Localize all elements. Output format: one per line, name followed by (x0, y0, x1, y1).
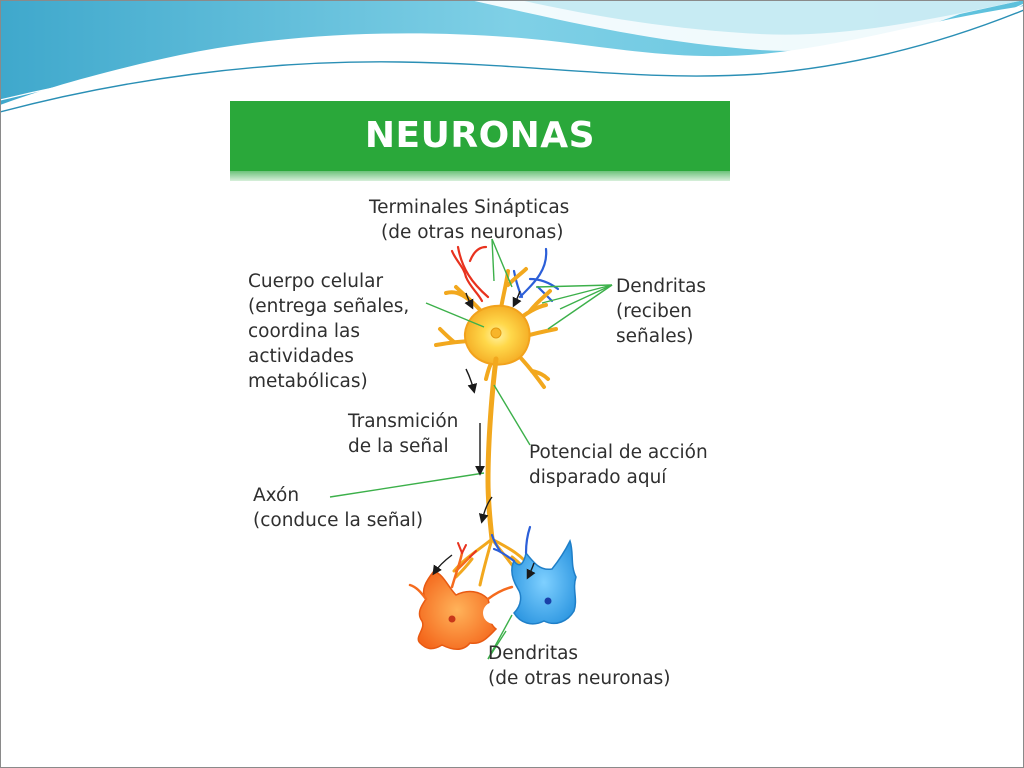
label-potencial-accion: Potencial de acción disparado aquí (529, 440, 708, 490)
orange-neuron-dendrites (408, 551, 514, 601)
label-transmicion-line2: de la señal (348, 436, 449, 457)
orange-neuron-red-tips (457, 542, 477, 558)
orange-neuron-gap (483, 602, 505, 624)
label-dendritas-top-line2: (reciben (616, 301, 692, 322)
title-bar: NEURONAS (230, 101, 730, 171)
label-axon: Axón (conduce la señal) (253, 483, 423, 533)
wave-line-1 (0, 9, 1024, 113)
neuron-diagram (329, 238, 613, 660)
label-potencial-line2: disparado aquí (529, 467, 667, 488)
orange-nucleus (448, 615, 456, 623)
header-wave-decoration (0, 0, 1024, 113)
label-cuerpo-line4: actividades (248, 346, 354, 367)
title-bar-fade (230, 171, 730, 181)
wave-light-band (520, 0, 1024, 35)
label-cuerpo-line5: metabólicas) (248, 371, 368, 392)
neuron-figure: NEURONAS (230, 101, 730, 698)
label-cuerpo-celular: Cuerpo celular (entrega señales, coordin… (248, 269, 409, 394)
orange-neuron (417, 570, 498, 650)
blue-neuron-dendrites (490, 525, 532, 563)
label-dendritas-bottom-line2: (de otras neuronas) (488, 668, 671, 689)
label-dendritas-top-line1: Dendritas (616, 276, 707, 297)
label-dendritas-bottom-line1: Dendritas (488, 643, 579, 664)
label-cuerpo-line1: Cuerpo celular (248, 271, 384, 292)
label-terminales-sinapticas: Terminales Sinápticas (de otras neuronas… (369, 195, 569, 245)
label-terminales-line1: Terminales Sinápticas (369, 197, 570, 218)
label-transmicion: Transmición de la señal (348, 409, 458, 459)
label-terminales-line2: (de otras neuronas) (381, 222, 564, 243)
red-input-terminals (450, 245, 490, 303)
label-cuerpo-line2: (entrega señales, (248, 296, 410, 317)
blue-nucleus (544, 597, 552, 605)
label-axon-line2: (conduce la señal) (253, 510, 424, 531)
leader-lines (329, 238, 613, 660)
label-cuerpo-line3: coordina las (248, 321, 361, 342)
figure-title: NEURONAS (364, 115, 596, 156)
label-transmicion-line1: Transmición (348, 411, 459, 432)
axon (485, 356, 499, 542)
label-axon-line1: Axón (253, 485, 300, 506)
blue-neuron (511, 539, 577, 625)
wave-line-2 (0, 3, 1024, 101)
label-dendritas-top-line3: señales) (616, 326, 694, 347)
signal-arrows (432, 290, 536, 580)
label-dendritas-otras: Dendritas (de otras neuronas) (488, 641, 671, 691)
label-potencial-line1: Potencial de acción (529, 442, 708, 463)
label-dendritas-reciben: Dendritas (reciben señales) (616, 274, 706, 349)
main-nucleus (490, 327, 502, 339)
